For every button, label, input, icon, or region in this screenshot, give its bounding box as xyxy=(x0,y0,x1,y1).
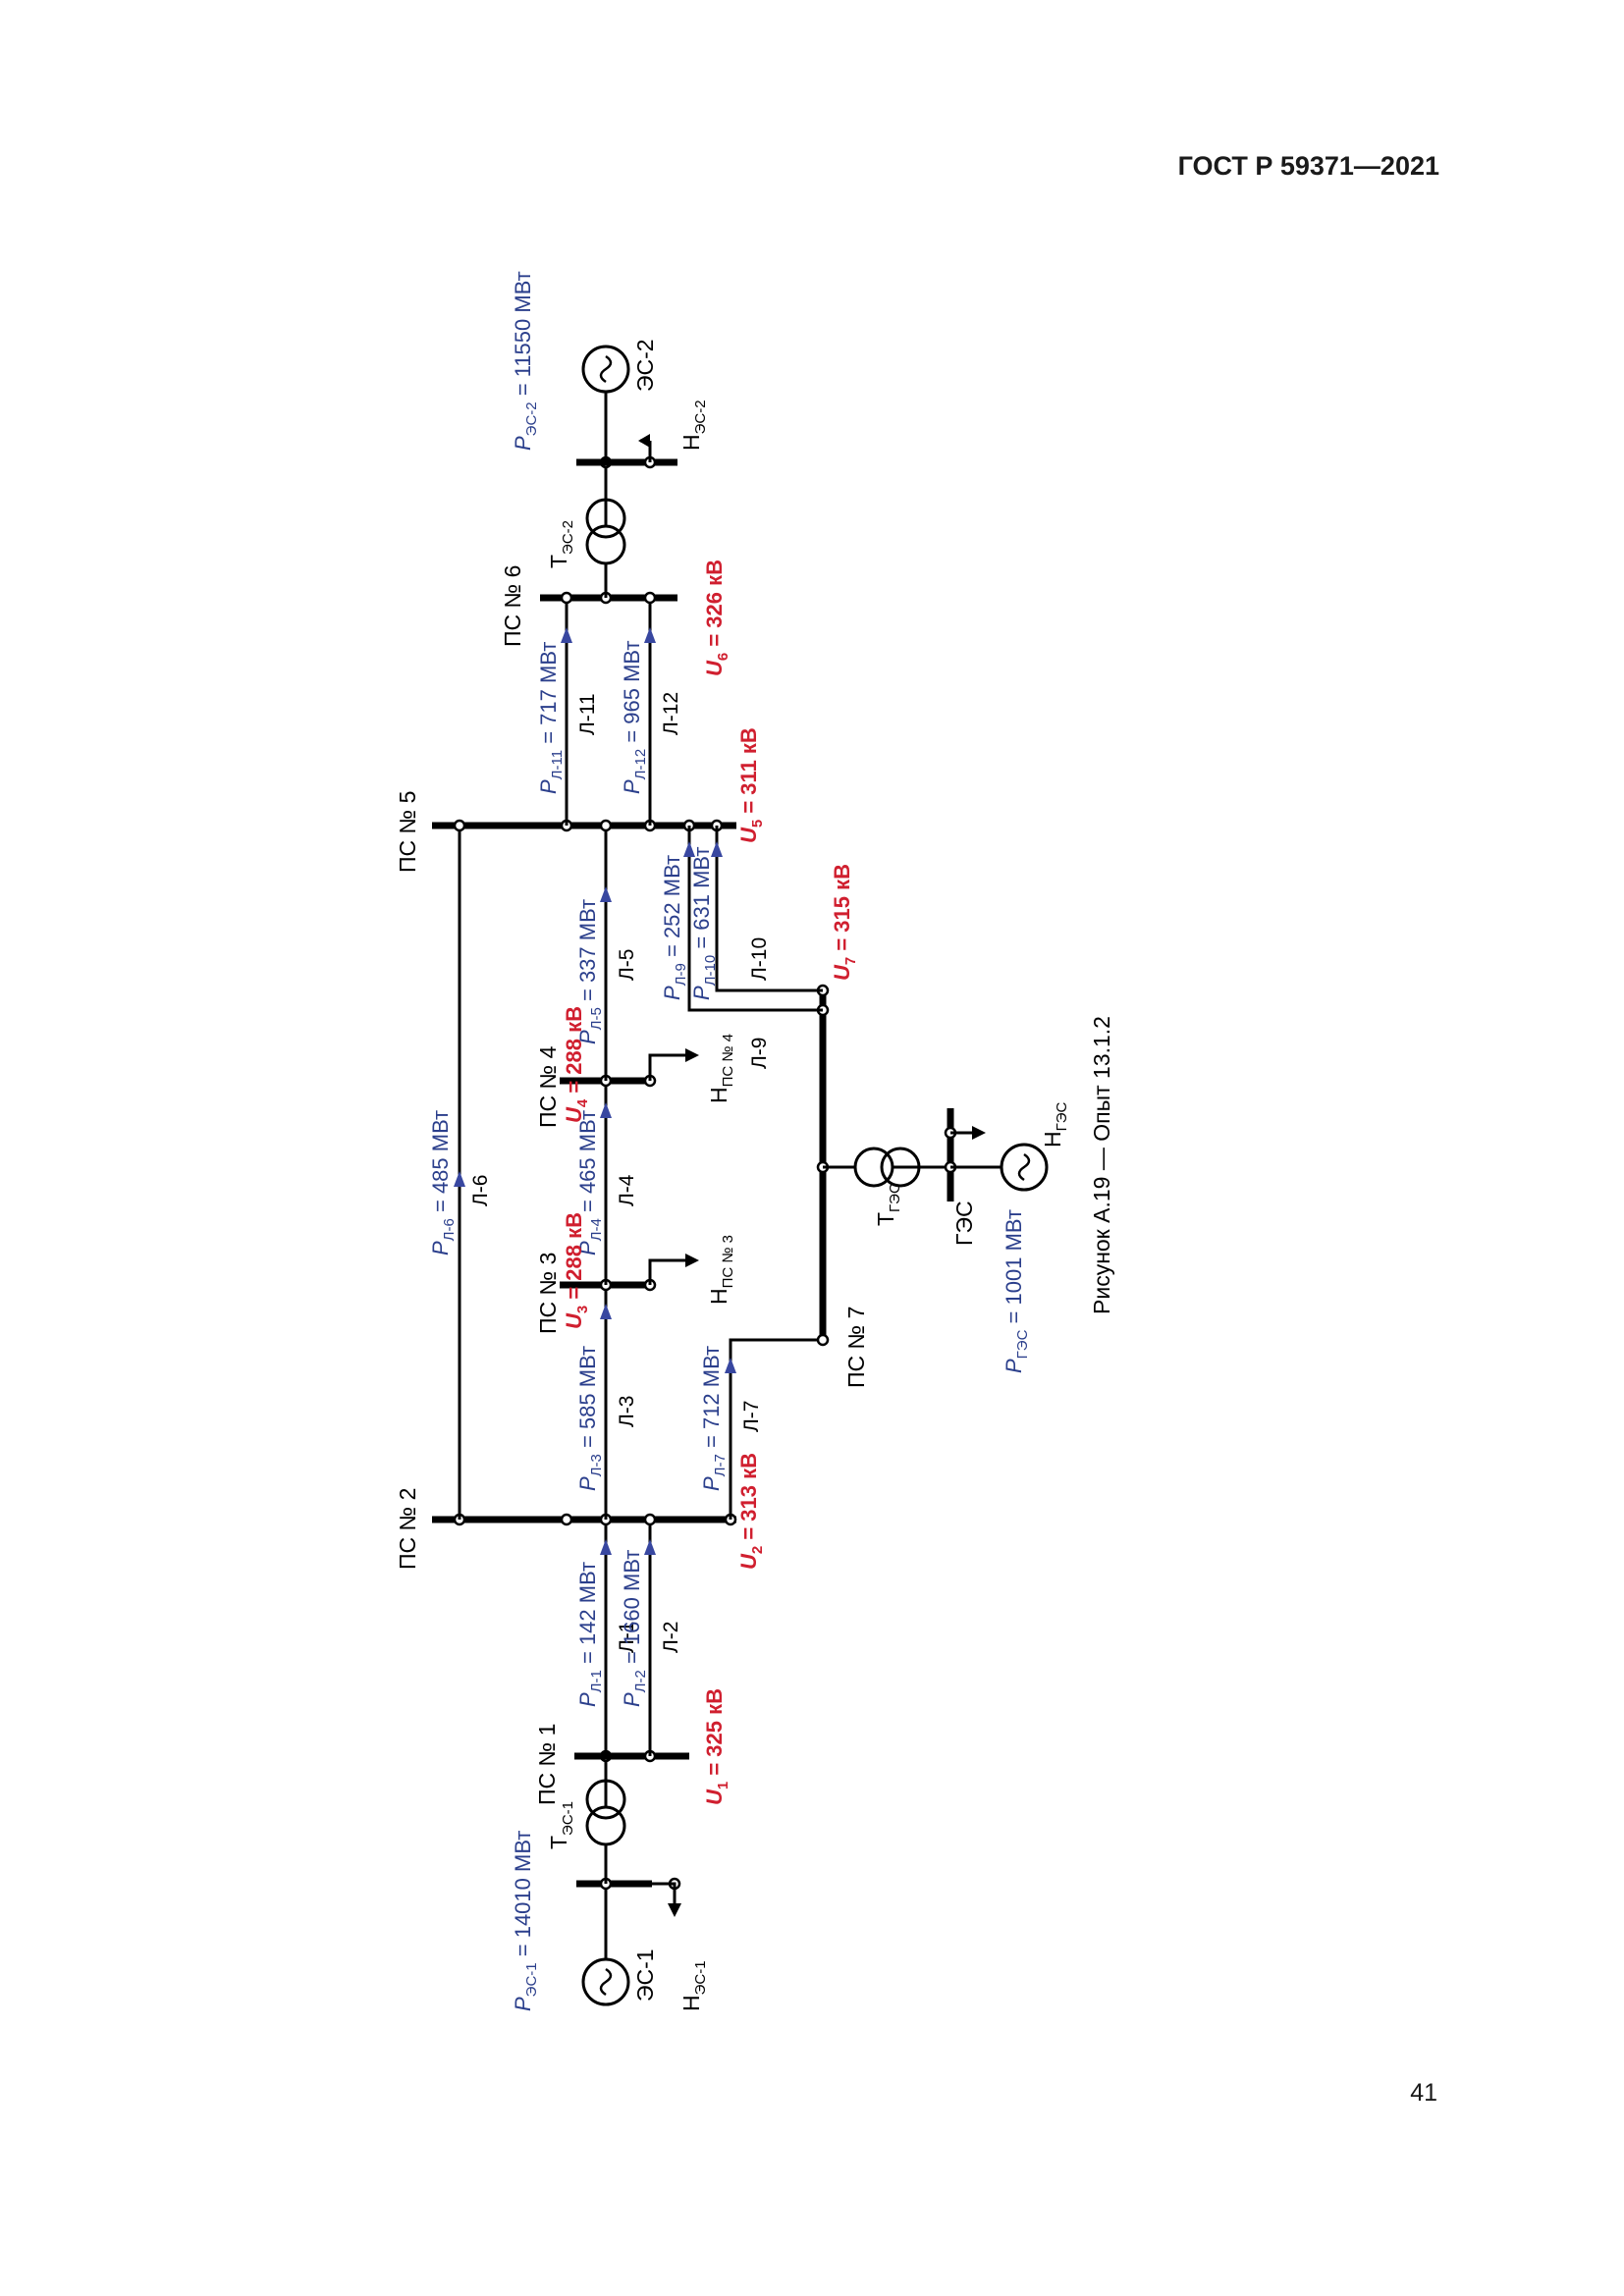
generator-es2 xyxy=(581,345,630,462)
line-l9 xyxy=(687,826,823,1012)
label-l4: Л-4 xyxy=(616,1174,638,1206)
label-l6: Л-6 xyxy=(469,1175,492,1206)
label-ps2: ПС № 2 xyxy=(395,1488,420,1570)
flow-arrow-l4 xyxy=(600,1102,612,1118)
label-l5: Л-5 xyxy=(616,949,638,981)
label-ps7: ПС № 7 xyxy=(843,1307,869,1388)
label-l11: Л-11 xyxy=(576,693,599,735)
power-l5: PЛ-5 = 337 МВт xyxy=(575,899,605,1044)
flow-arrow-l6 xyxy=(454,1171,465,1187)
label-n-ps3: НПС № 3 xyxy=(706,1235,736,1305)
label-t-ges-text: ТГЭС xyxy=(873,1183,903,1226)
flow-arrow-l7 xyxy=(725,1358,736,1373)
power-l2: PЛ-2 = 1660 МВт xyxy=(620,1550,649,1707)
generator-es1-icon xyxy=(599,1967,613,1997)
voltage-u1: U1 = 325 кВ xyxy=(702,1688,731,1805)
flow-arrow-l1 xyxy=(600,1539,612,1555)
power-l6: PЛ-6 = 485 МВт xyxy=(428,1110,458,1255)
label-l2: Л-2 xyxy=(660,1622,682,1653)
transformer-es1 xyxy=(585,1749,626,1884)
label-l3: Л-3 xyxy=(616,1396,638,1427)
label-l7: Л-7 xyxy=(740,1401,763,1432)
label-t-es1: ТЭС-1 xyxy=(546,1801,576,1849)
document-code: ГОСТ Р 59371—2021 xyxy=(1177,151,1439,181)
label-es1: ЭС-1 xyxy=(632,1949,658,2002)
flow-arrow-l5 xyxy=(600,886,612,902)
label-ps1: ПС № 1 xyxy=(534,1724,560,1805)
flow-arrow-l9 xyxy=(683,841,695,857)
flow-arrow-l10 xyxy=(711,841,723,857)
voltage-u2: U2 = 313 кВ xyxy=(736,1453,766,1570)
flow-arrow-l3 xyxy=(600,1304,612,1319)
power-l9: PЛ-9 = 252 МВт xyxy=(660,855,689,1000)
load-ps3 xyxy=(648,1258,685,1285)
label-n-ps4: НПС № 4 xyxy=(706,1034,736,1103)
voltage-u7: U7 = 315 кВ xyxy=(830,864,859,981)
power-es2: PЭС-2 = 11550 МВт xyxy=(511,271,540,451)
voltage-u3: U3 = 288 кВ xyxy=(562,1212,591,1329)
flow-arrow-l12 xyxy=(644,627,656,643)
line-l7 xyxy=(729,1338,823,1520)
line-l10 xyxy=(715,826,823,992)
label-l10: Л-10 xyxy=(748,937,771,981)
transformer-ges xyxy=(816,1147,950,1188)
power-ges: PГЭС = 1001 МВт xyxy=(1001,1209,1031,1373)
power-l11: PЛ-11 = 717 МВт xyxy=(536,642,566,794)
power-l1: PЛ-1 = 142 МВт xyxy=(575,1562,605,1707)
label-n-es2: НЭС-2 xyxy=(678,400,709,451)
power-l3: PЛ-3 = 585 МВт xyxy=(575,1346,605,1491)
page-number: 41 xyxy=(1410,2079,1437,2107)
load-es1 xyxy=(648,1882,681,1917)
figure-caption: Рисунок А.19 — Опыт 13.1.2 xyxy=(1089,1016,1114,1314)
voltage-u4: U4 = 288 кВ xyxy=(562,1006,591,1123)
generator-es1 xyxy=(576,1877,681,2006)
generator-ges-icon xyxy=(1017,1152,1031,1182)
power-es1: PЭС-1 = 14010 МВт xyxy=(511,1831,540,2011)
label-l9: Л-9 xyxy=(748,1038,771,1069)
label-ps6: ПС № 6 xyxy=(500,565,525,647)
label-ps3: ПС № 3 xyxy=(535,1253,561,1334)
power-l12: PЛ-12 = 965 МВт xyxy=(620,641,649,794)
power-l10: PЛ-10 = 631 МВт xyxy=(689,847,719,1000)
label-ges: ГЭС xyxy=(951,1201,977,1246)
flow-arrow-l2 xyxy=(644,1539,656,1555)
label-n-es1: НЭС-1 xyxy=(678,1960,709,2011)
generator-ges xyxy=(950,1143,1049,1192)
label-ps4: ПС № 4 xyxy=(535,1045,561,1128)
label-l12: Л-12 xyxy=(660,692,682,735)
generator-es2-icon xyxy=(599,354,613,384)
label-l1: Л-1 xyxy=(616,1622,638,1653)
flow-arrow-l11 xyxy=(561,627,572,643)
diagram-rotated-group: ПС № 1 ПС № 2 ПС № 3 ПС № 4 ПС № 5 ПС № … xyxy=(395,271,1114,2011)
transformer-es2 xyxy=(585,455,626,598)
power-l7: PЛ-7 = 712 МВт xyxy=(699,1346,729,1491)
label-ps5: ПС № 5 xyxy=(395,791,420,873)
voltage-u5: U5 = 311 кВ xyxy=(736,727,766,843)
label-t-es2: ТЭС-2 xyxy=(546,520,576,568)
label-es2: ЭС-2 xyxy=(632,339,658,392)
power-l4: PЛ-4 = 465 МВт xyxy=(575,1110,605,1255)
load-ps4 xyxy=(648,1053,685,1081)
voltage-u6: U6 = 326 кВ xyxy=(702,560,731,676)
label-n-ges: НГЭС xyxy=(1040,1101,1070,1148)
